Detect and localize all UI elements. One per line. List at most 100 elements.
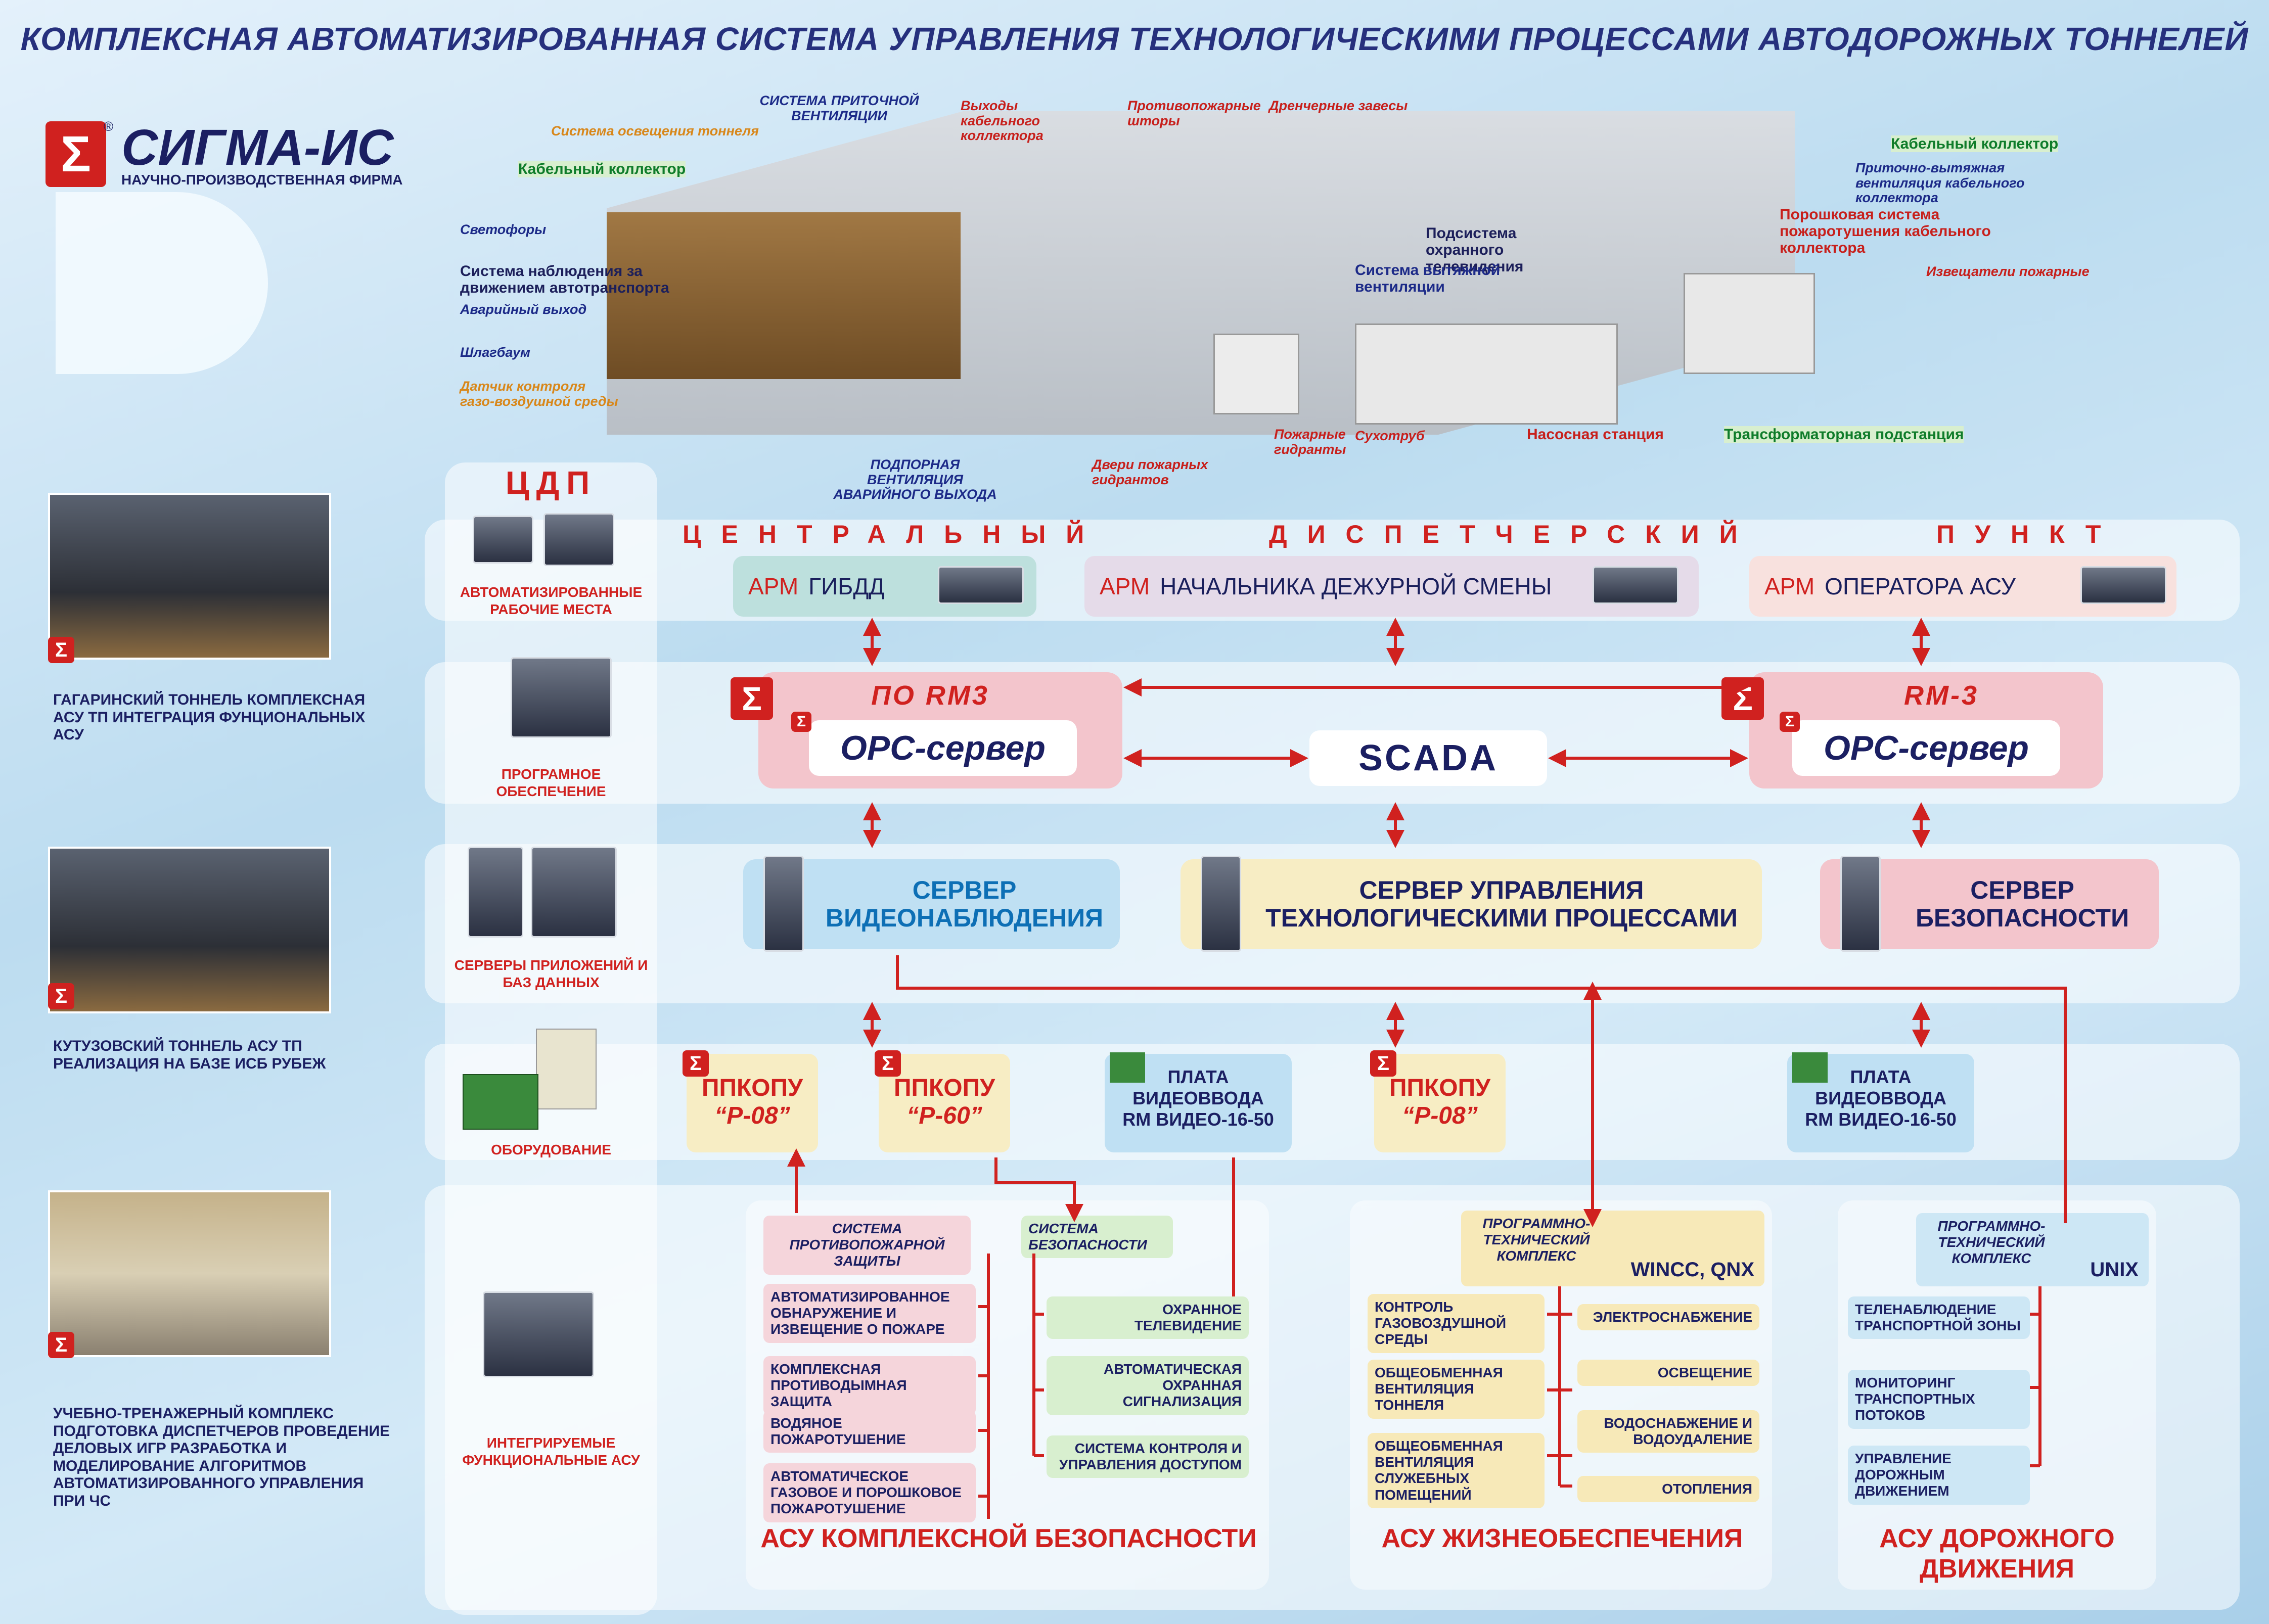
transformer-room	[1684, 273, 1815, 374]
row-title-servers: СЕРВЕРЫ ПРИЛОЖЕНИЙ И БАЗ ДАННЫХ	[454, 957, 648, 990]
sigma-logo-icon: Σ	[48, 983, 74, 1009]
fire-item: АВТОМАТИЧЕСКОЕ ГАЗОВОЕ И ПОРОШКОВОЕ ПОЖА…	[763, 1463, 976, 1522]
arm-prefix: АРМ	[748, 573, 799, 599]
label-powder: Порошковая система пожаротушения кабельн…	[1780, 206, 1991, 256]
sigma-logo-icon: Σ	[48, 1332, 74, 1358]
fire-item: КОМПЛЕКСНАЯ ПРОТИВОДЫМНАЯ ЗАЩИТА	[763, 1356, 976, 1415]
security-system: СИСТЕМА БЕЗОПАСНОСТИ	[1021, 1216, 1173, 1259]
sigma-logo-icon: Σ	[1780, 712, 1800, 732]
traffic-item: ТЕЛЕНАБЛЮДЕНИЕ ТРАНСПОРТНОЙ ЗОНЫ	[1848, 1296, 2030, 1339]
row-title-arm: АВТОМАТИЗИРОВАННЫЕ РАБОЧИЕ МЕСТА	[460, 584, 643, 617]
monitor-icon	[938, 566, 1024, 604]
server-rack-icon	[468, 847, 523, 938]
plata-model: RM ВИДЕО-16-50	[1122, 1109, 1274, 1130]
label-exhaust-vent: Система вытяжной вентиляции	[1355, 262, 1501, 295]
server-rack-icon	[531, 847, 617, 938]
life-left-item: ОБЩЕОБМЕННАЯ ВЕНТИЛЯЦИЯ СЛУЖЕБНЫХ ПОМЕЩЕ…	[1368, 1433, 1545, 1508]
ptk-label: ПРОГРАММНО-ТЕХНИЧЕСКИЙ КОМПЛЕКС	[1937, 1218, 2046, 1267]
logo-subtitle: НАУЧНО-ПРОИЗВОДСТВЕННАЯ ФИРМА	[121, 172, 403, 188]
software-title-right: RM-3	[1904, 680, 1979, 711]
circuit-board-icon	[463, 1074, 538, 1130]
controller-panel-icon	[536, 1029, 597, 1109]
label-cable-collector-left: Кабельный коллектор	[518, 161, 686, 177]
sigma-logo-icon: Σ	[1370, 1050, 1396, 1077]
computer-icon	[511, 657, 612, 738]
group-title-traffic: АСУ ДОРОЖНОГО ДВИЖЕНИЯ	[1879, 1524, 2115, 1584]
life-left-item: ОБЩЕОБМЕННАЯ ВЕНТИЛЯЦИЯ ТОННЕЛЯ	[1368, 1360, 1545, 1419]
fire-item: ВОДЯНОЕ ПОЖАРОТУШЕНИЕ	[763, 1410, 976, 1453]
life-right-item: ЭЛЕКТРОСНАБЖЕНИЕ	[1577, 1304, 1759, 1331]
cdp-word-dispatch: ДИСПЕТЧЕРСКИЙ	[1269, 520, 1758, 548]
label-cable-outlets: Выходы кабельного коллектора	[961, 98, 1043, 144]
label-observation: Система наблюдения за движением автотран…	[460, 263, 669, 296]
label-transformer: Трансформаторная подстанция	[1724, 426, 1964, 443]
ptk-os: WINCC, QNX	[1630, 1259, 1754, 1281]
sigma-logo-icon: Σ	[683, 1050, 709, 1077]
row-title-functional: ИНТЕГРИРУЕМЫЕ ФУНКЦИОНАЛЬНЫЕ АСУ	[462, 1435, 640, 1468]
server-tower-icon	[763, 856, 804, 952]
sigma-logo-icon: Σ	[48, 637, 74, 663]
monitor-icon	[1593, 566, 1678, 604]
label-cable-collector-right: Кабельный коллектор	[1891, 135, 2059, 152]
label-fire-shutters: Противопожарные шторы	[1127, 98, 1261, 128]
sigma-logo-icon: Σ	[791, 712, 811, 732]
cdp-title: ЦДП	[505, 465, 597, 501]
label-emergency-exit: Аварийный выход	[460, 302, 587, 317]
server-tower-icon	[1840, 856, 1881, 952]
life-ptk: ПРОГРАММНО-ТЕХНИЧЕСКИЙ КОМПЛЕКС WINCC, QN…	[1461, 1211, 1764, 1286]
software-title-left: ПО RM3	[871, 680, 989, 711]
sigma-logo-icon: Σ	[46, 121, 106, 187]
label-lighting: Система освещения тоннеля	[551, 123, 759, 138]
circuit-board-icon	[1110, 1052, 1145, 1083]
monitor-icon	[2080, 566, 2166, 604]
ptk-label: ПРОГРАММНО-ТЕХНИЧЕСКИЙ КОМПЛЕКС	[1482, 1216, 1591, 1264]
photo-training-complex	[48, 1190, 331, 1357]
label-hydrants: Пожарные гидранты	[1274, 427, 1346, 457]
cdp-word-central: ЦЕНТРАЛЬНЫЙ	[683, 520, 1105, 548]
cdp-word-point: ПУНКТ	[1936, 520, 2121, 548]
life-right-item: ОСВЕЩЕНИЕ	[1577, 1360, 1759, 1386]
server-process: СЕРВЕР УПРАВЛЕНИЯ ТЕХНОЛОГИЧЕСКИМИ ПРОЦЕ…	[1181, 859, 1762, 949]
tunnel-portal	[607, 212, 961, 379]
sigma-logo-icon: Σ	[1721, 677, 1764, 720]
sigma-logo-icon: Σ	[731, 677, 773, 720]
plata-label-2: ВИДЕОВВОДА	[1815, 1088, 1946, 1108]
photo-gagarin-tunnel	[48, 493, 331, 660]
page-title: КОМПЛЕКСНАЯ АВТОМАТИЗИРОВАННАЯ СИСТЕМА У…	[20, 21, 2249, 57]
workstation-icon	[543, 513, 614, 566]
arm-label: НАЧАЛЬНИКА ДЕЖУРНОЙ СМЕНЫ	[1160, 573, 1552, 599]
logo-name: СИГМА-ИС	[121, 119, 394, 176]
plata-model: RM ВИДЕО-16-50	[1805, 1109, 1957, 1130]
circuit-board-icon	[1792, 1052, 1828, 1083]
label-drencher: Дренчерные завесы	[1269, 98, 1408, 113]
caption-training: УЧЕБНО-ТРЕНАЖЕРНЫЙ КОМПЛЕКС ПОДГОТОВКА Д…	[53, 1405, 390, 1509]
fire-protection-system: СИСТЕМА ПРОТИВОПОЖАРНОЙ ЗАЩИТЫ	[763, 1216, 971, 1275]
ppkop-label: ППКОПУ	[1389, 1075, 1490, 1101]
workstation-icon	[473, 516, 533, 564]
ppkop-model: “Р-08”	[1402, 1102, 1478, 1129]
scada-box: SCADA	[1309, 730, 1547, 786]
opc-server-right: OPC-сервер	[1792, 720, 2060, 776]
pump-station-room	[1355, 323, 1618, 425]
ppkop-label: ППКОПУ	[894, 1075, 995, 1101]
opc-server-left: OPC-сервер	[809, 720, 1077, 776]
label-barrier: Шлагбаум	[460, 345, 531, 360]
label-collector-vent: Приточно-вытяжная вентиляция кабельного …	[1855, 160, 2025, 206]
logo-background-shape	[56, 192, 268, 374]
security-item: АВТОМАТИЧЕСКАЯ ОХРАННАЯ СИГНАЛИЗАЦИЯ	[1047, 1356, 1249, 1415]
caption-gagarin: ГАГАРИНСКИЙ ТОННЕЛЬ КОМПЛЕКСНАЯ АСУ ТП И…	[53, 691, 366, 743]
label-pump: Насосная станция	[1527, 426, 1664, 443]
plata-label-2: ВИДЕОВВОДА	[1132, 1088, 1264, 1108]
label-exit-vent: ПОДПОРНАЯ ВЕНТИЛЯЦИЯ АВАРИЙНОГО ВЫХОДА	[833, 457, 997, 502]
fire-item: АВТОМАТИЗИРОВАННОЕ ОБНАРУЖЕНИЕ И ИЗВЕЩЕН…	[763, 1284, 976, 1343]
arm-prefix: АРМ	[1764, 573, 1815, 599]
label-cctv-security: Подсистема охранного телевидения	[1426, 225, 1524, 275]
life-right-item: ВОДОСНАБЖЕНИЕ И ВОДОУДАЛЕНИЕ	[1577, 1410, 1759, 1453]
ppkop-model: “Р-60”	[906, 1102, 982, 1129]
life-left-item: КОНТРОЛЬ ГАЗОВОЗДУШНОЙ СРЕДЫ	[1368, 1294, 1545, 1353]
label-traffic-lights: Светофоры	[460, 222, 547, 237]
server-video: СЕРВЕР ВИДЕОНАБЛЮДЕНИЯ	[743, 859, 1120, 949]
ppkop-model: “Р-08”	[714, 1102, 790, 1129]
integrated-systems-icon	[483, 1291, 594, 1377]
